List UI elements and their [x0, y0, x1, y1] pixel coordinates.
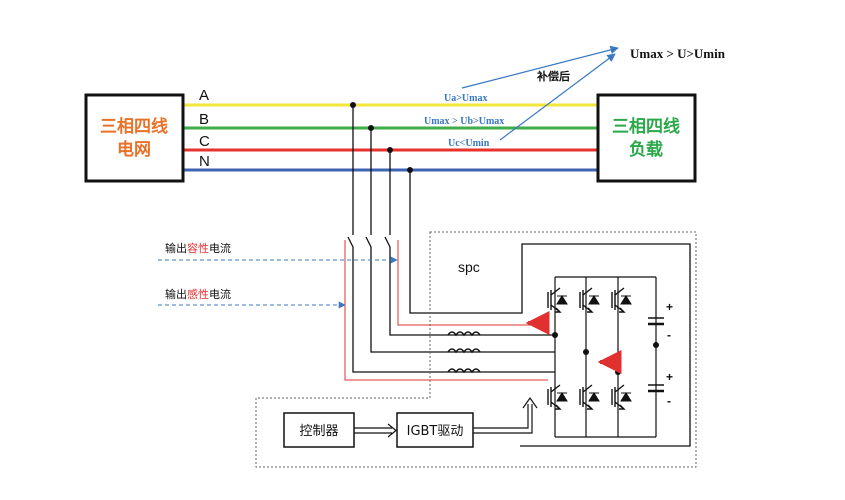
driver-to-bridge-arrow [473, 396, 538, 434]
driver-box [396, 412, 474, 448]
arrow-c-to-result [499, 53, 616, 141]
grid-label-line1: 三相四线 [100, 116, 168, 137]
phase-n-letter: N [199, 153, 210, 170]
arrow-a-to-result [461, 45, 619, 89]
red-path-outer [344, 240, 548, 381]
load-label-line2: 负载 [629, 139, 663, 160]
igbt-top-1 [547, 287, 568, 313]
grid-label-line2: 电网 [117, 139, 151, 160]
node-leg-2 [583, 349, 589, 355]
drop-wire-a [347, 105, 555, 373]
red-path-inner [397, 240, 548, 326]
controller-box [283, 412, 355, 448]
condition-b: Umax > Ub>Umax [424, 116, 504, 127]
igbt-bottom-1 [547, 384, 568, 410]
bridge-frame [554, 276, 657, 438]
igbt-bottom-3 [611, 384, 632, 410]
cap-top-minus: - [667, 328, 671, 342]
spc-boundary [255, 231, 697, 468]
phase-b-letter: B [199, 111, 209, 128]
igbt-bottom-2 [579, 384, 600, 410]
condition-a: Ua>Umax [444, 93, 487, 104]
node-dc-mid [653, 342, 659, 348]
load-label-line1: 三相四线 [612, 116, 680, 137]
igbt-top-3 [611, 287, 632, 313]
igbt-top-2 [579, 287, 600, 313]
cap-top-plus: + [666, 300, 673, 314]
node-leg-3 [615, 369, 621, 375]
condition-c: Uc<Umin [448, 138, 490, 149]
cap-bottom-minus: - [667, 394, 671, 408]
drop-wire-n [409, 170, 691, 447]
result-label: Umax > U>Umin [630, 46, 726, 61]
controller-to-driver-arrow [354, 423, 397, 438]
capacitive-current-label: 输出容性电流 [165, 241, 231, 255]
phase-a-letter: A [199, 87, 209, 104]
phase-c-letter: C [199, 133, 210, 150]
cap-bottom-plus: + [666, 370, 673, 384]
drop-wire-b [365, 128, 555, 353]
capacitor-top [648, 317, 664, 326]
controller-label: 控制器 [299, 424, 338, 439]
inductor-2 [447, 348, 481, 354]
inductive-current-label: 输出感性电流 [165, 287, 231, 301]
load-box [596, 93, 697, 183]
node-leg-1 [552, 332, 558, 338]
driver-label: IGBT驱动 [407, 424, 464, 439]
spc-label: spc [458, 259, 480, 275]
inductor-3 [447, 368, 481, 374]
grid-box [84, 93, 185, 183]
inductor-1 [447, 331, 481, 337]
capacitor-bottom [648, 384, 664, 393]
compensation-label: 补偿后 [536, 69, 570, 83]
